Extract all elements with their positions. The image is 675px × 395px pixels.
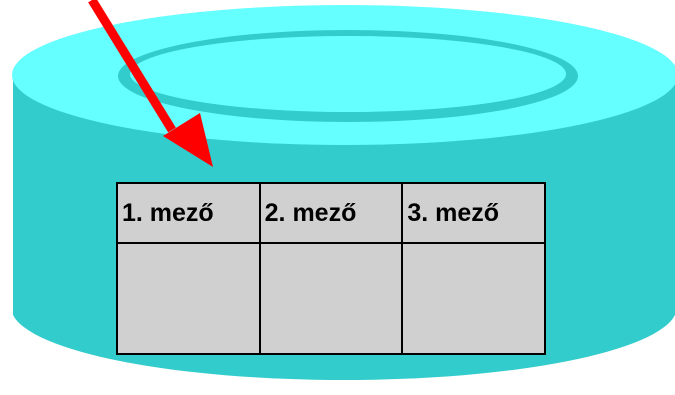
- table-header-cell: 2. mező: [258, 182, 404, 244]
- table-cell: [401, 242, 546, 355]
- table-header-cell: 3. mező: [401, 182, 546, 244]
- table-header-cell: 1. mező: [116, 182, 261, 244]
- cylinder-inner-top: [130, 36, 566, 112]
- fields-table: 1. mező 2. mező 3. mező: [116, 182, 546, 355]
- table-row: [116, 242, 546, 355]
- table-cell: [116, 242, 261, 355]
- arrow-head: [163, 113, 213, 167]
- arrow-shaft: [88, 0, 176, 133]
- table-cell: [258, 242, 404, 355]
- table-header-row: 1. mező 2. mező 3. mező: [116, 182, 546, 244]
